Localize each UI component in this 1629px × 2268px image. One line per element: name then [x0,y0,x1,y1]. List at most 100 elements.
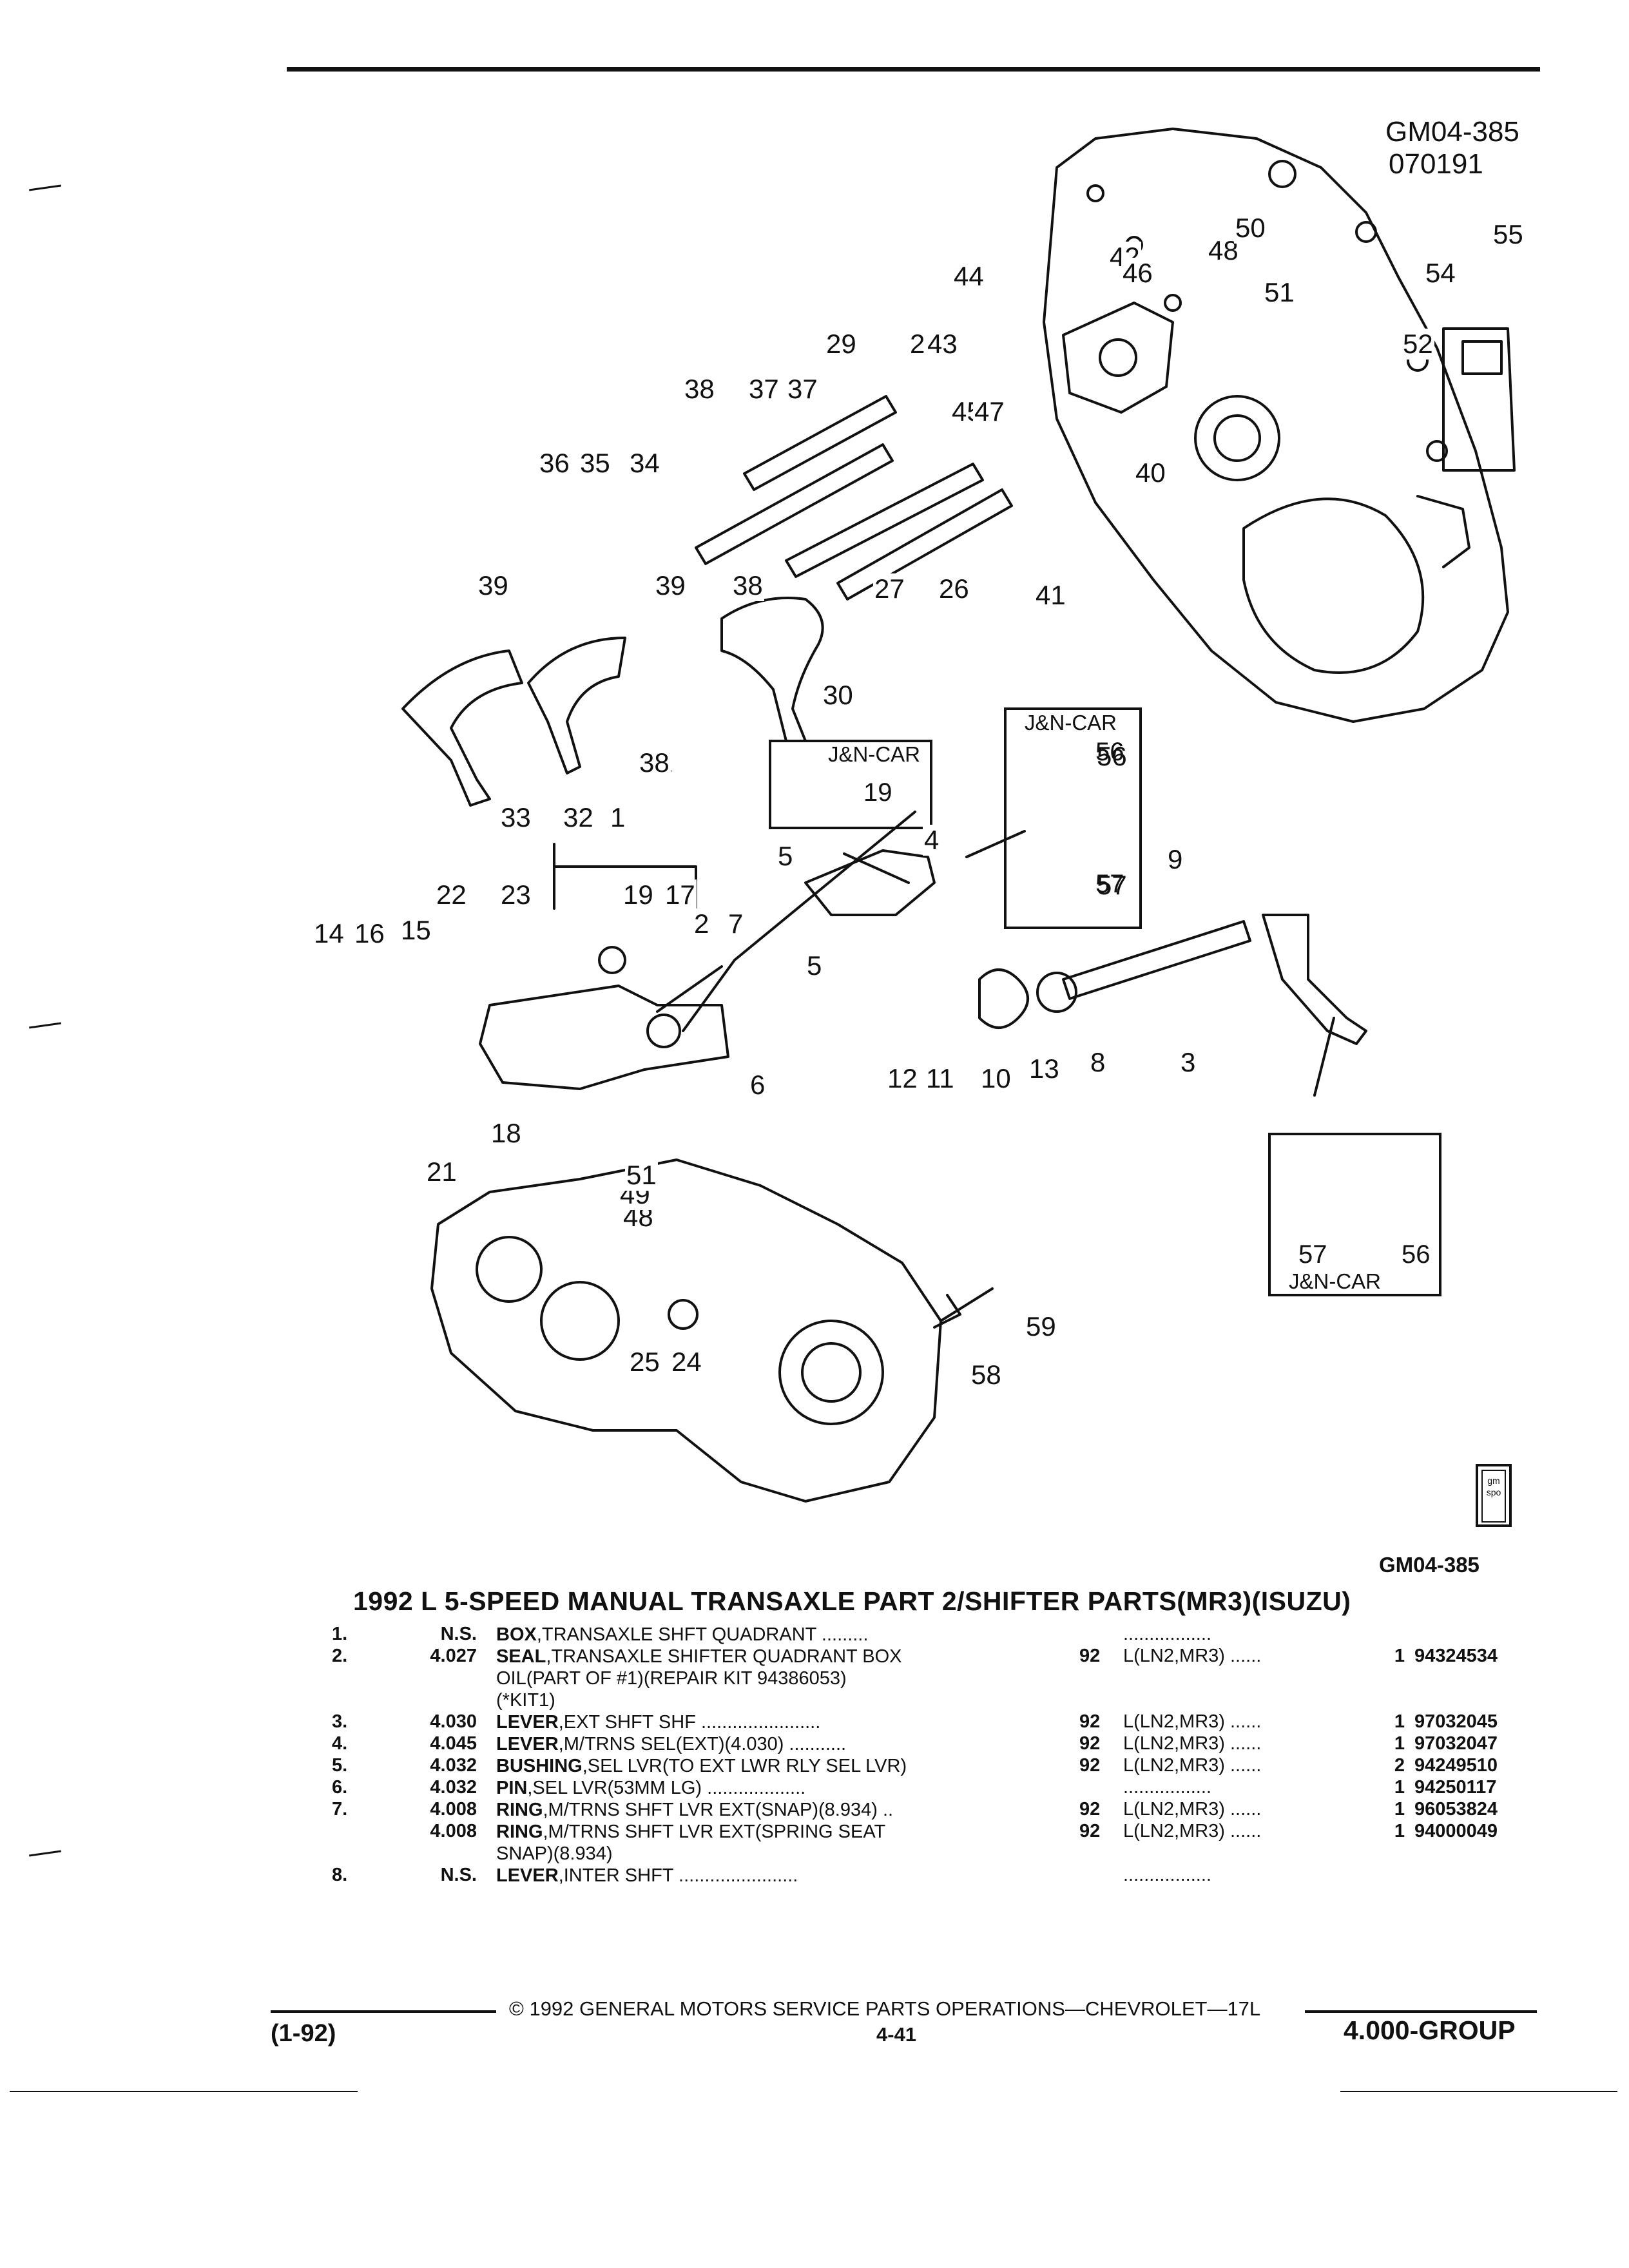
callout-number: 35 [579,448,612,479]
part-name: LEVER [496,1712,559,1733]
quantity: 1 [1394,1777,1405,1798]
callout-number: 2 [693,908,711,939]
application: L(LN2,MR3) ...... [1123,1733,1262,1754]
item-number: 6. [332,1777,348,1798]
part-code: 4.008 [430,1799,477,1820]
page-title: 1992 L 5-SPEED MANUAL TRANSAXLE PART 2/S… [353,1586,1351,1616]
callout-number: 19 [622,879,655,910]
bottom-rule-left [10,2091,358,2092]
callout-number: 59 [1025,1311,1057,1342]
item-number: 7. [332,1799,348,1820]
callout-number: 22 [435,879,468,910]
part-code: 4.032 [430,1777,477,1798]
inset-box-top [1004,707,1142,929]
transaxle-case-housing [1043,128,1509,723]
callout-number: 8 [1089,1047,1107,1078]
callout-number: 39 [477,570,510,601]
ref-code-bottom: GM04-385 [1379,1553,1480,1577]
callout-number: 24 [670,1347,703,1378]
callout-number: 13 [1028,1053,1061,1084]
inset-top-label: J&N-CAR [1025,711,1117,735]
callout-number: 10 [979,1063,1012,1094]
callout-number: 39 [654,570,687,601]
callout-number: 38 [683,374,716,405]
inset-top-number-b: 57 [1095,870,1124,898]
part-description: SEAL,TRANSAXLE SHIFTER QUADRANT BOX OIL(… [496,1646,1334,1711]
shift-forks [401,597,824,807]
part-description: RING,M/TRNS SHFT LVR EXT(SNAP)(8.934) .. [496,1799,1334,1821]
copyright: © 1992 GENERAL MOTORS SERVICE PARTS OPER… [509,1997,1261,2020]
part-description: PIN,SEL LVR(53MM LG) ................... [496,1777,1334,1799]
callout-number: 29 [825,329,858,360]
callout-number: 47 [973,396,1006,427]
model-year: 92 [1079,1733,1101,1754]
part-name: LEVER [496,1734,559,1754]
part-number: 94324534 [1414,1646,1498,1666]
callout-number: 50 [1234,213,1267,244]
part-detail: ,SEL LVR(53MM LG) ................... [527,1778,806,1798]
callout-number: 55 [1492,219,1525,250]
top-rule [287,67,1540,72]
callout-number: 27 [873,573,906,604]
callout-number: 23 [499,879,532,910]
callout-number: 46 [1121,258,1154,289]
callout-number: 38 [731,570,764,601]
logo-text: gm spo [1481,1470,1506,1523]
part-description: LEVER,EXT SHFT SHF .....................… [496,1711,1334,1733]
application: L(LN2,MR3) ...... [1123,1821,1262,1841]
part-detail: ,M/TRNS SHFT LVR EXT(SNAP)(8.934) .. [543,1800,894,1820]
item-number: 8. [332,1865,348,1885]
callout-number: 9 [1166,844,1184,875]
item-number: 5. [332,1755,348,1776]
inset-box-bottom [1268,1133,1441,1296]
footer-rule-left [271,2010,496,2013]
callout-number: 14 [313,918,345,949]
callout-number: 3 [1179,1047,1197,1078]
callout-number: 18 [490,1118,523,1149]
callout-number: 5 [805,950,824,981]
bolt [933,1287,994,1329]
part-detail: ,EXT SHFT SHF ....................... [558,1712,821,1733]
callout-number: 11 [925,1063,956,1094]
part-name: RING [496,1800,543,1820]
gm-spo-logo-icon: gm spo [1476,1464,1512,1527]
callout-number: 16 [353,918,386,949]
part-number: 97032045 [1414,1711,1498,1732]
inset-19-number: 19 [863,778,892,807]
callout-number: 38 [638,747,671,778]
callout-number: 7 [727,908,745,939]
part-code: N.S. [440,1865,477,1885]
inset-bottom-number-b: 56 [1402,1240,1431,1269]
application: L(LN2,MR3) ...... [1123,1646,1262,1666]
callout-number: 36 [538,448,571,479]
callout-number: 25 [628,1347,661,1378]
part-number: 94250117 [1414,1777,1497,1798]
page-number: 4-41 [876,2023,917,2046]
application: ................. [1123,1865,1211,1885]
inset-box-19 [769,740,932,829]
item-number: 2. [332,1646,348,1666]
item-number: 3. [332,1711,348,1732]
model-year: 92 [1079,1821,1101,1841]
callout-number: 51 [625,1160,658,1191]
callout-number: 4 [923,825,941,856]
part-detail: ,TRANSAXLE SHIFTER QUADRANT BOX OIL(PART… [496,1646,902,1711]
callout-number: 34 [628,448,661,479]
part-number: 96053824 [1414,1799,1498,1820]
model-year: 92 [1079,1799,1101,1820]
quantity: 2 [1394,1755,1405,1776]
bottom-rule-right [1340,2091,1617,2092]
part-detail: ,TRANSAXLE SHFT QUADRANT ......... [536,1624,869,1645]
part-description: LEVER,M/TRNS SEL(EXT)(4.030) ........... [496,1733,1334,1755]
part-code: 4.045 [430,1733,477,1754]
part-name: LEVER [496,1865,559,1886]
callout-number: 54 [1424,258,1457,289]
application: L(LN2,MR3) ...... [1123,1755,1262,1776]
callout-number: 57 [1095,870,1128,901]
part-detail: ,M/TRNS SHFT LVR EXT(SPRING SEAT SNAP)(8… [496,1821,886,1864]
callout-number: 33 [499,802,532,833]
